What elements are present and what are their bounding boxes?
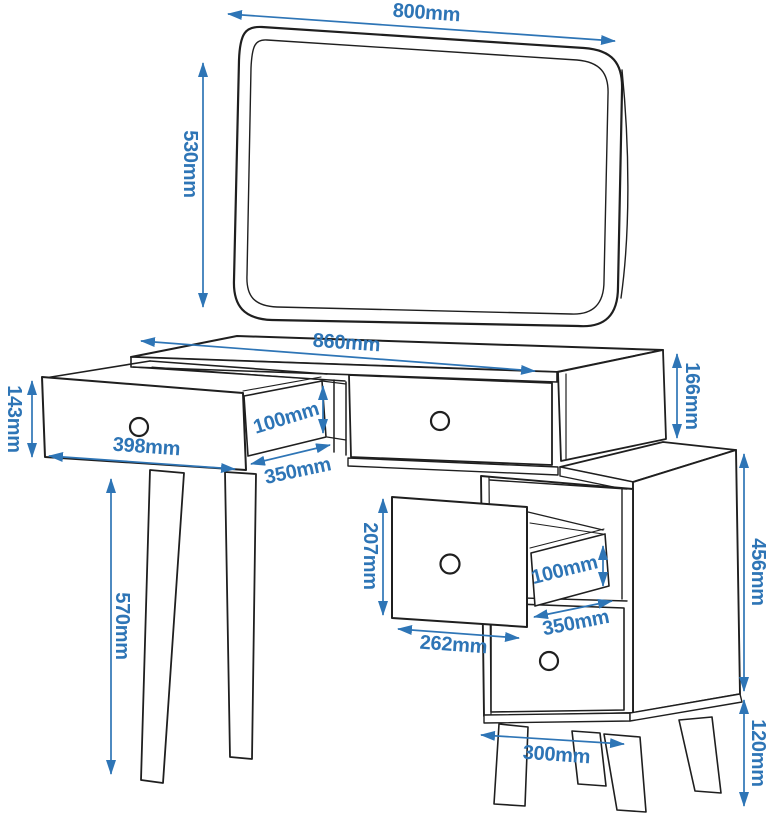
- table-legs: [140, 469, 257, 784]
- cabinet-drawer-back-edge-1: [527, 511, 604, 531]
- dim-table-leg-height: 570mm: [106, 478, 133, 775]
- dim-label-cabinet-leg-spacing: 300mm: [522, 742, 591, 769]
- top-drawer-knob: [128, 416, 150, 438]
- cabinet-drawer-side-wall-inner: [529, 528, 605, 549]
- top-drawer-right-wall: [243, 380, 327, 457]
- dim-bottom-drawer-front-height: 207mm: [359, 498, 388, 616]
- dim-label-bottom-drawer-front-height: 207mm: [359, 522, 381, 589]
- drawer-rail-bottom: [326, 436, 347, 441]
- cabinet-bottom-drawer-knob: [538, 650, 560, 672]
- cabinet-leg-front-right: [678, 716, 722, 794]
- dim-label-mirror-height: 530mm: [179, 130, 201, 197]
- dim-tabletop-width: 860mm: [140, 330, 536, 375]
- dim-label-tabletop-width: 860mm: [312, 330, 381, 357]
- cabinet-legs: [493, 716, 722, 813]
- dim-label-cabinet-leg-height: 120mm: [747, 719, 769, 786]
- drawer-rail-top: [321, 380, 347, 385]
- dim-top-drawer-front-width: 398mm: [48, 434, 236, 474]
- dim-bottom-drawer-front-width: 262mm: [397, 625, 520, 659]
- cabinet-drawer-side-wall: [530, 533, 610, 607]
- dim-mirror-width: 800mm: [227, 0, 616, 46]
- cabinet-drawer-open: [391, 496, 610, 628]
- mirror: [232, 25, 629, 328]
- dimension-annotations: 800mm 530mm 860mm 143mm 398mm 100mm 350m…: [3, 0, 769, 807]
- cabinet-plinth-front: [483, 712, 631, 724]
- tabletop-right-panel: [557, 349, 667, 462]
- dim-label-table-leg-height: 570mm: [111, 592, 133, 659]
- apron-bottom-edge: [347, 457, 559, 476]
- cabinet-right-face: [632, 449, 741, 714]
- dim-cabinet-leg-spacing: 300mm: [480, 730, 625, 769]
- dim-mirror-height: 530mm: [179, 62, 208, 308]
- table-leg-front: [140, 469, 185, 784]
- mirror-inner-frame: [246, 39, 609, 315]
- dim-cabinet-height: 456mm: [739, 453, 769, 692]
- dim-label-mirror-width: 800mm: [392, 0, 461, 26]
- dim-label-top-drawer-front-height: 143mm: [3, 385, 25, 452]
- apron: [132, 366, 559, 476]
- cabinet-leg-back-right: [603, 733, 647, 813]
- mirror-outer-frame: [232, 25, 624, 328]
- dim-cabinet-leg-height: 120mm: [739, 699, 769, 807]
- top-drawer-right-wall-inner: [242, 376, 322, 392]
- dim-right-panel-height: 166mm: [672, 353, 703, 439]
- table-leg-back: [224, 471, 257, 760]
- cabinet-cavity-top: [489, 479, 628, 490]
- mirror-frame-edge: [620, 69, 629, 299]
- dim-label-right-panel-height: 166mm: [681, 362, 703, 429]
- dim-label-bottom-drawer-front-width: 262mm: [419, 632, 488, 659]
- cabinet-drawer-knob: [439, 553, 461, 575]
- center-drawer-front: [348, 374, 553, 466]
- dim-label-top-drawer-front-width: 398mm: [112, 434, 181, 461]
- center-drawer-knob: [429, 410, 451, 432]
- top-drawer-left-wall-edge: [44, 360, 151, 379]
- dim-top-drawer-front-height: 143mm: [3, 380, 37, 458]
- dim-label-cabinet-height: 456mm: [747, 538, 769, 605]
